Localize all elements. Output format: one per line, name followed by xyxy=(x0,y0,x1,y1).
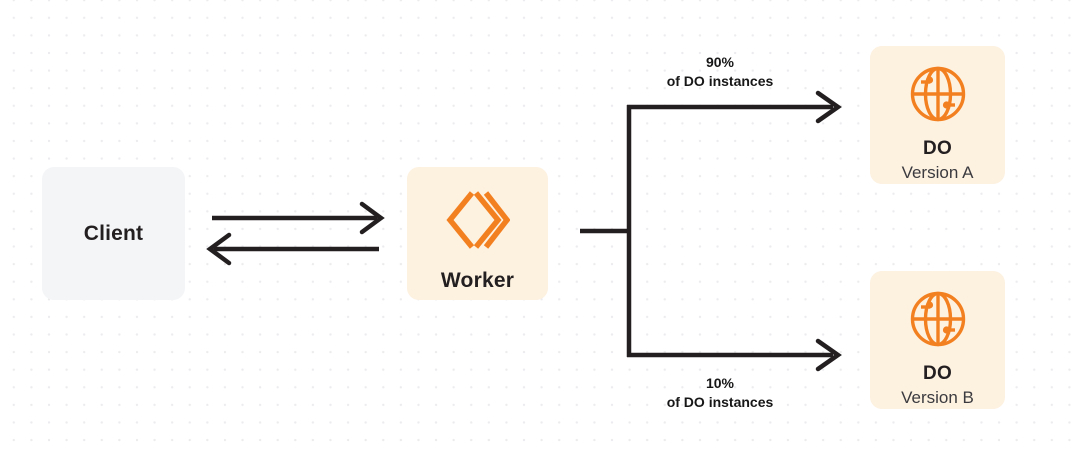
edge-label-do-a-percent: 90% xyxy=(705,54,735,70)
arrow-worker-to-do-a xyxy=(627,90,842,124)
edge-label-do-a-caption: of DO instances xyxy=(666,73,774,89)
edge-label-do-b: 10% of DO instances xyxy=(585,374,855,412)
globe-icon xyxy=(908,64,968,124)
edge-label-do-b-caption: of DO instances xyxy=(666,394,774,410)
globe-icon xyxy=(908,289,968,349)
do-version-b-label: DO xyxy=(923,363,952,384)
arrow-client-to-worker xyxy=(212,201,385,235)
client-label: Client xyxy=(83,221,144,245)
edge-label-do-a: 90% of DO instances xyxy=(585,53,855,91)
worker-node: Worker xyxy=(407,167,548,300)
cloudflare-workers-icon xyxy=(445,189,510,251)
arrow-worker-to-client xyxy=(206,232,379,266)
worker-label: Worker xyxy=(440,269,515,292)
do-version-a-sublabel: Version A xyxy=(901,163,974,182)
do-version-b-node: DO Version B xyxy=(870,271,1005,409)
edge-label-do-b-percent: 10% xyxy=(705,375,735,391)
do-version-a-node: DO Version A xyxy=(870,46,1005,184)
arrow-worker-to-do-b xyxy=(627,338,842,372)
do-version-a-label: DO xyxy=(923,138,952,159)
branch-connector xyxy=(580,105,632,357)
do-version-b-sublabel: Version B xyxy=(901,388,974,407)
client-node: Client xyxy=(42,167,185,300)
